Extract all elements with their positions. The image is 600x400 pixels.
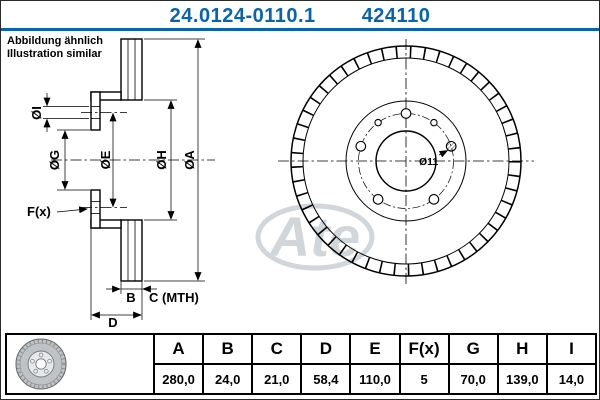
- col-value-c: 21,0: [253, 365, 303, 393]
- col-header-b: B: [204, 335, 254, 363]
- col-value-d: 58,4: [302, 365, 352, 393]
- part-number: 24.0124-0110.1: [169, 5, 316, 27]
- cross-section-view: ØI ØG ØE ØH ØA F(x) B C (MTH) D: [27, 38, 215, 330]
- spec-columns: A B C D E F(x) G H I 280,0 24,0 21,0 58,…: [155, 335, 595, 393]
- label-dia-11: Ø11: [419, 156, 438, 168]
- col-header-e: E: [351, 335, 401, 363]
- spec-header-row: A B C D E F(x) G H I: [155, 335, 595, 365]
- col-value-fx: 5: [401, 365, 450, 393]
- thumbnail-bolt-holes: [30, 352, 52, 374]
- dia-11-leader: [438, 150, 449, 158]
- similarity-note-en: Illustration similar: [7, 48, 102, 60]
- watermark-ring: [255, 203, 375, 271]
- label-dia-g: ØG: [47, 150, 62, 170]
- section-outline: [90, 38, 143, 282]
- col-value-i: 14,0: [558, 371, 585, 387]
- col-header-g: G: [450, 335, 499, 363]
- reference-number: 424110: [361, 5, 431, 27]
- col-value-h: 139,0: [499, 365, 548, 393]
- brake-disc-thumbnail: [15, 338, 67, 390]
- section-inner-lines: [91, 39, 136, 281]
- label-dia-i: ØI: [29, 106, 44, 120]
- label-d: D: [108, 315, 117, 330]
- col-header-d: D: [302, 335, 352, 363]
- label-dia-a: ØA: [182, 150, 197, 170]
- label-dia-h: ØH: [154, 150, 169, 170]
- similarity-note: Abbildung ähnlich Illustration similar: [7, 35, 103, 61]
- front-view: Ø11: [278, 39, 534, 287]
- label-b: B: [126, 290, 135, 305]
- technical-drawing: Ate: [27, 38, 534, 330]
- dimension-labels: ØI ØG ØE ØH ØA F(x) B C (MTH) D: [27, 106, 199, 330]
- col-header-h: H: [499, 335, 548, 363]
- title-bar: 24.0124-0110.1 424110: [1, 1, 599, 31]
- col-header-c: C: [253, 335, 303, 363]
- col-value-b: 24,0: [204, 365, 254, 393]
- col-header-fx: F(x): [401, 335, 450, 363]
- col-value-g: 70,0: [450, 365, 499, 393]
- col-value-a: 280,0: [155, 365, 205, 393]
- bolt-holes: [355, 108, 457, 205]
- col-header-i: I: [569, 339, 574, 358]
- label-c-mth: C (MTH): [149, 290, 199, 305]
- spec-table: A B C D E F(x) G H I 280,0 24,0 21,0 58,…: [5, 333, 597, 395]
- label-dia-e: ØE: [98, 150, 113, 169]
- ate-watermark: Ate: [255, 203, 375, 271]
- col-value-e: 110,0: [351, 365, 401, 393]
- similarity-note-de: Abbildung ähnlich: [7, 35, 103, 47]
- dimension-lines: [43, 38, 205, 320]
- label-fx: F(x): [27, 204, 51, 219]
- product-thumbnail-cell: [7, 335, 155, 393]
- col-header-a: A: [155, 335, 205, 363]
- spec-value-row: 280,0 24,0 21,0 58,4 110,0 5 70,0 139,0 …: [155, 365, 595, 393]
- hatched-bolt-hole: [445, 140, 457, 152]
